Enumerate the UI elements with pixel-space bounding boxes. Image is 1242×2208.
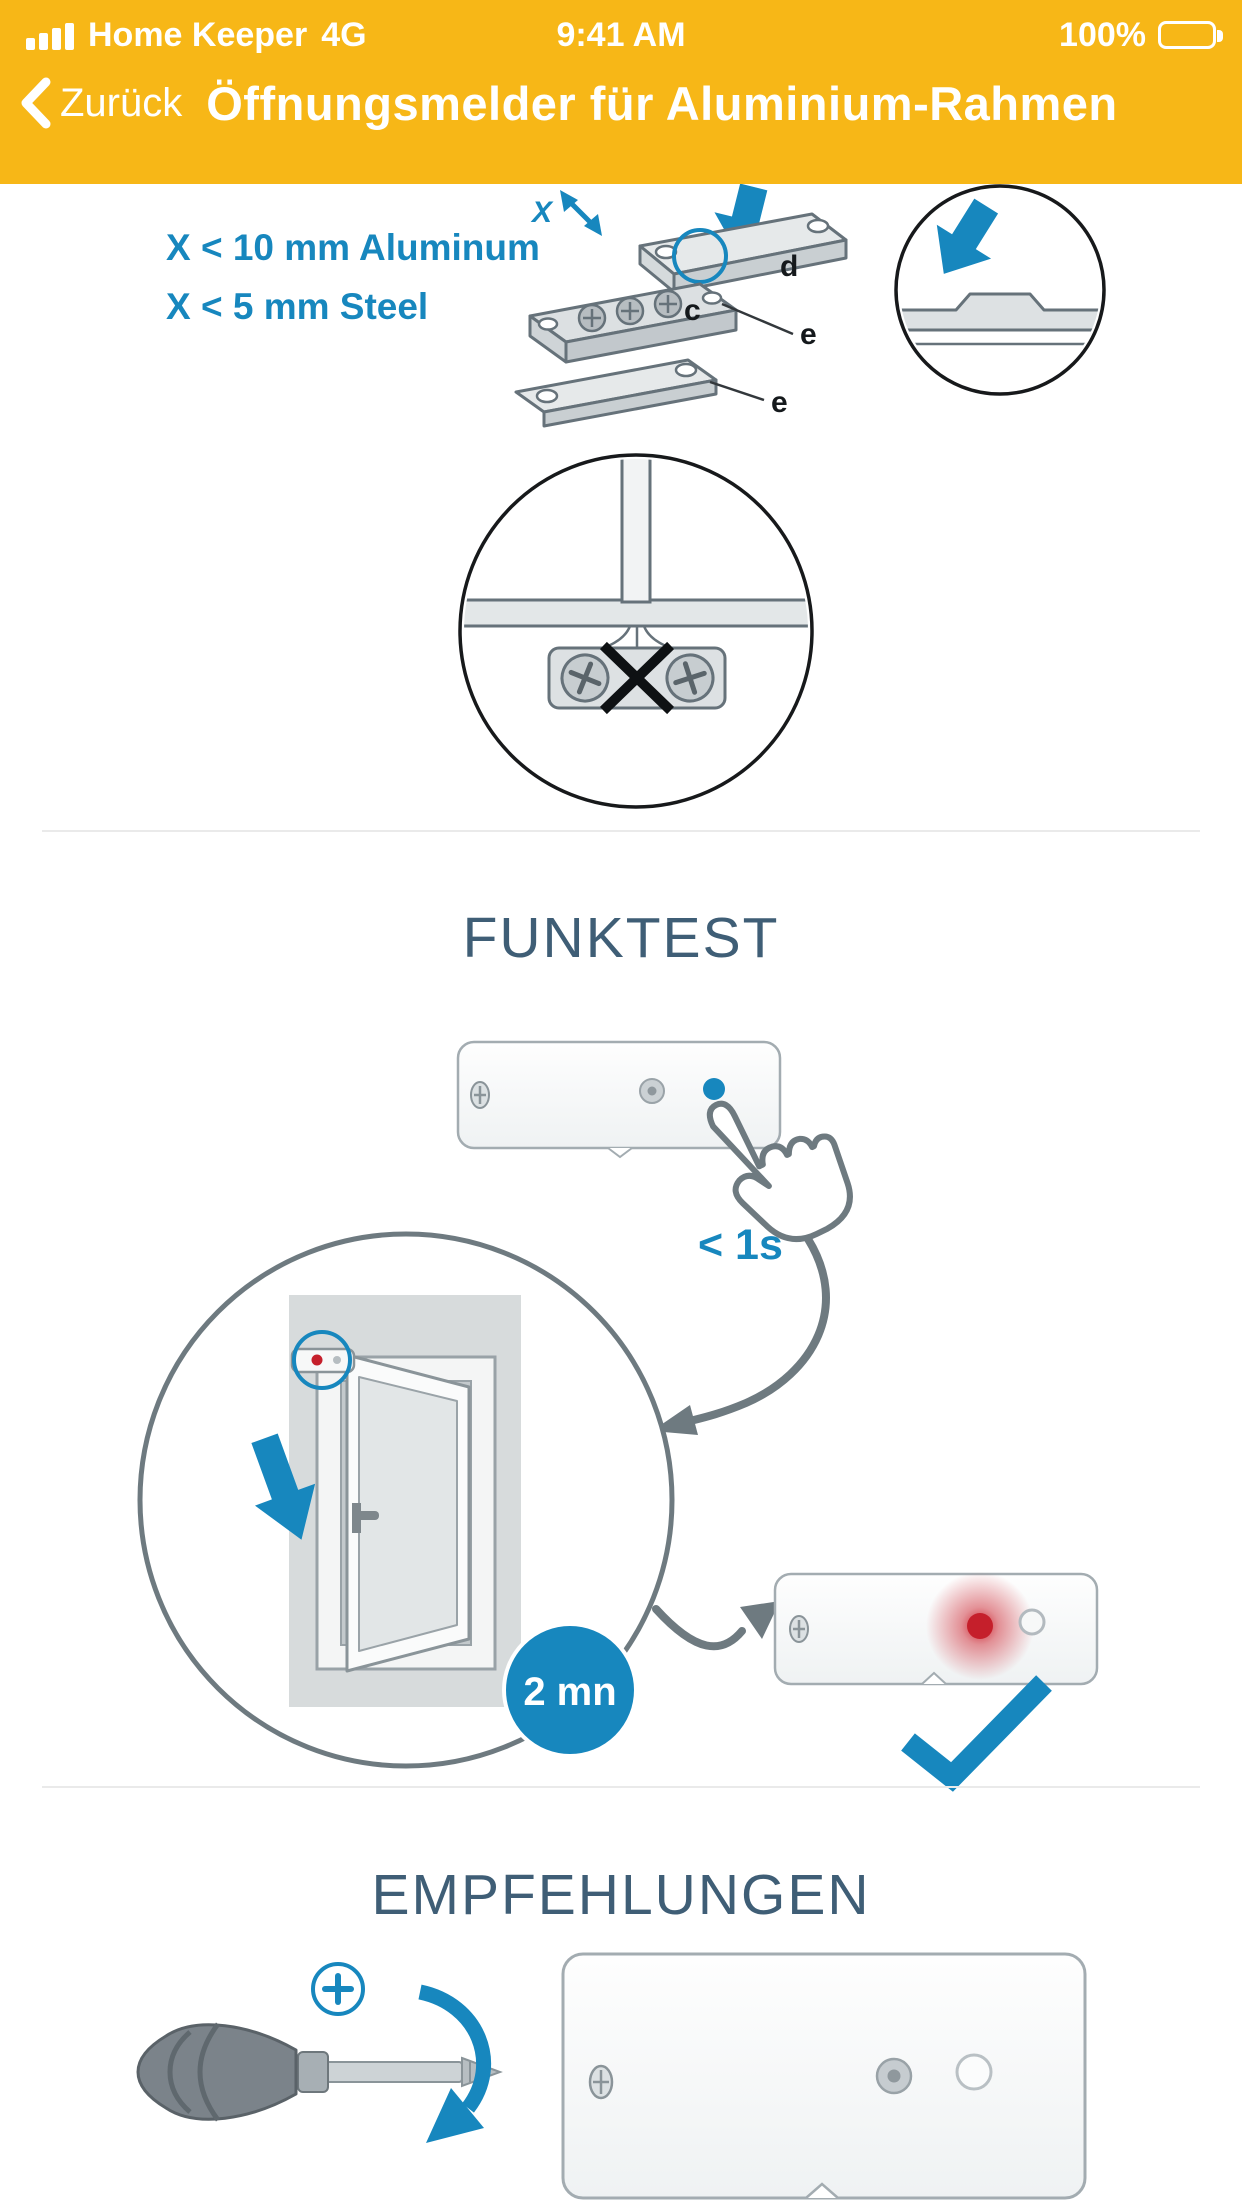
navigation-bar: Zurück Öffnungsmelder für Aluminium-Rahm… xyxy=(0,60,1242,132)
button-outline xyxy=(955,2053,993,2091)
profile-detail-illustration xyxy=(894,184,1106,396)
part-d-illustration xyxy=(638,212,848,294)
dimension-note: X < 10 mm Aluminum X < 5 mm Steel xyxy=(166,218,540,336)
forbidden-x-icon xyxy=(599,641,675,715)
dimension-arrow-icon: X xyxy=(530,190,602,236)
dimension-label: X xyxy=(530,196,554,229)
test-button[interactable] xyxy=(703,1078,725,1100)
no-wiring-illustration xyxy=(458,453,814,809)
status-bar: Home Keeper 4G 9:41 AM 100% xyxy=(0,0,1242,60)
empfehlungen-heading: EMPFEHLUNGEN xyxy=(371,1863,871,1927)
part-label-e-top: e xyxy=(800,318,817,351)
part-label-d: d xyxy=(780,250,798,283)
red-led-indicator xyxy=(967,1613,993,1639)
press-duration-label: < 1s xyxy=(698,1221,783,1269)
screw-icon xyxy=(789,1615,809,1643)
timer-badge: 2 mn xyxy=(502,1622,638,1758)
hand-press-icon xyxy=(706,1100,853,1243)
mini-sensor-icon xyxy=(290,1347,356,1374)
timer-badge-label: 2 mn xyxy=(523,1670,616,1714)
empfehlungen-illustration xyxy=(136,1952,1087,2200)
part-e-illustration xyxy=(514,358,718,428)
screw-icon xyxy=(470,1081,490,1109)
window-open-illustration xyxy=(137,1231,675,1769)
app-header: Home Keeper 4G 9:41 AM 100% Zurück Öffnu… xyxy=(0,0,1242,184)
battery-icon xyxy=(1158,21,1223,49)
back-button-label: Zurück xyxy=(60,80,183,125)
screw-icon xyxy=(560,653,610,703)
installation-diagram-illustration: X xyxy=(514,184,1106,428)
clock-label: 9:41 AM xyxy=(556,15,686,54)
cable-icon xyxy=(620,459,652,604)
part-c-illustration xyxy=(528,282,738,364)
led-core xyxy=(647,1086,657,1096)
snap-notch-highlight xyxy=(672,228,728,284)
sensor-highlight-ring xyxy=(292,1330,352,1390)
signal-bars-icon xyxy=(26,20,74,50)
part-label-e-bottom: e xyxy=(771,386,788,419)
back-button[interactable]: Zurück xyxy=(18,74,182,132)
case-notch xyxy=(607,1147,633,1159)
page-title: Öffnungsmelder für Aluminium-Rahmen xyxy=(206,76,1118,130)
screw-icon xyxy=(588,2064,614,2100)
dimension-note-line2: X < 5 mm Steel xyxy=(166,286,429,328)
screw-icon xyxy=(665,653,715,703)
part-label-c: c xyxy=(684,294,701,327)
checkmark-icon xyxy=(901,1675,1052,1792)
sensor-device-illustration xyxy=(456,1040,782,1159)
sensor-device-alarm-illustration xyxy=(773,1572,1099,1686)
open-arrow-icon xyxy=(251,1433,316,1540)
back-chevron-icon xyxy=(21,77,51,129)
screwdriver-icon xyxy=(136,2022,503,2122)
dimension-note-line1: X < 10 mm Aluminum xyxy=(166,227,540,268)
section-divider xyxy=(42,830,1200,832)
funktest-heading: FUNKTEST xyxy=(462,906,780,970)
sensor-device-front-illustration xyxy=(561,1952,1087,2200)
plus-icon xyxy=(311,1962,365,2016)
window-handle-icon xyxy=(352,1503,361,1533)
flow-arrow-icon xyxy=(652,1601,780,1651)
section-divider xyxy=(42,1786,1200,1788)
network-label: 4G xyxy=(321,15,367,54)
carrier-label: Home Keeper xyxy=(88,15,308,54)
battery-percent-label: 100% xyxy=(1059,15,1146,54)
funktest-illustration: < 1s xyxy=(137,1040,1099,1792)
rotation-arrow-icon xyxy=(418,1984,491,2143)
mini-led-red xyxy=(311,1354,323,1366)
